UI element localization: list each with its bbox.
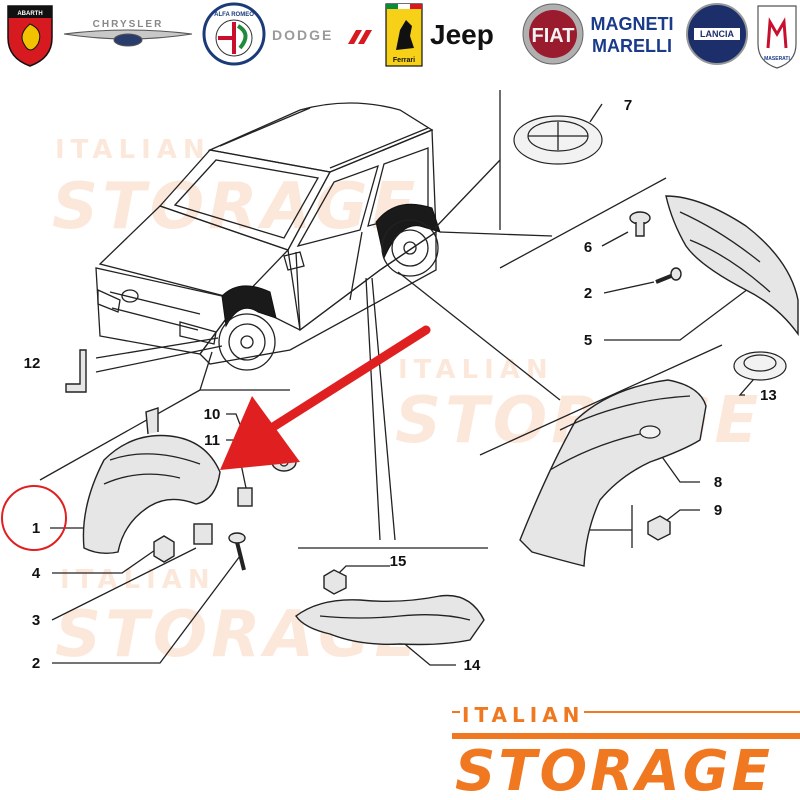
abarth-logo: ABARTH xyxy=(7,5,53,67)
abarth-label: ABARTH xyxy=(17,11,42,17)
callout-14: 14 xyxy=(464,657,481,674)
callout-3: 3 xyxy=(32,612,40,629)
callouts: 7 6 2 5 13 8 9 12 10 11 1 4 3 2 15 14 xyxy=(24,97,777,674)
magneti-label: MAGNETI xyxy=(591,14,674,34)
callout-6: 6 xyxy=(584,239,592,256)
chrysler-label: CHRYSLER xyxy=(93,19,164,30)
part-7-grommet xyxy=(513,115,603,165)
callout-11: 11 xyxy=(204,432,220,449)
callout-1: 1 xyxy=(32,520,40,537)
part-4-nut xyxy=(153,535,175,563)
watermark-bottom-line1: ITALIAN xyxy=(60,565,216,595)
part-2-screw-lower xyxy=(228,532,246,571)
jeep-logo: Jeep xyxy=(430,19,494,50)
watermark-mid-line1: ITALIAN xyxy=(398,355,554,385)
alfa-romeo-logo: ALFA ROMEO xyxy=(202,2,266,66)
alfa-romeo-label: ALFA ROMEO xyxy=(214,12,254,18)
callout-15: 15 xyxy=(390,553,407,570)
part-13-grommet xyxy=(733,351,787,381)
part-1-front-wheel-liner xyxy=(82,407,221,555)
maserati-logo: MASERATI xyxy=(757,5,797,69)
callout-4: 4 xyxy=(32,565,41,582)
magneti-marelli-logo: MAGNETI MARELLI xyxy=(591,14,674,56)
fiat-logo: FIAT xyxy=(522,3,584,65)
highlight-circle xyxy=(1,485,67,551)
callout-2-lower: 2 xyxy=(32,655,40,672)
callout-10: 10 xyxy=(204,406,221,423)
callout-7: 7 xyxy=(624,97,632,114)
part-3-clip xyxy=(193,523,213,545)
brand-strip: ABARTH CHRYSLER ALFA ROMEO DODGE Ferrari xyxy=(7,2,797,69)
ferrari-label: Ferrari xyxy=(393,57,415,64)
callout-8: 8 xyxy=(714,474,722,491)
part-15-nut xyxy=(323,569,347,595)
italian-storage-logo: ITALIAN STORAGE xyxy=(452,703,800,800)
dodge-logo: DODGE xyxy=(272,27,372,44)
chrysler-logo: CHRYSLER xyxy=(63,19,193,47)
part-11-clip xyxy=(237,487,253,507)
car-illustration xyxy=(95,102,441,371)
watermark-top-line2: STORAGE xyxy=(52,170,419,244)
front-wheel xyxy=(218,285,277,371)
part-12-bracket xyxy=(65,349,87,393)
logo-line1: ITALIAN xyxy=(462,703,584,727)
marelli-label: MARELLI xyxy=(592,36,672,56)
part-2-screw-upper xyxy=(655,267,682,284)
part-14-underbody-shield xyxy=(295,594,485,646)
maserati-label: MASERATI xyxy=(764,56,790,62)
fiat-label: FIAT xyxy=(532,25,575,47)
callout-13: 13 xyxy=(760,387,777,404)
callout-12: 12 xyxy=(24,355,41,372)
lancia-logo: LANCIA xyxy=(686,3,748,65)
ferrari-logo: Ferrari xyxy=(385,3,423,67)
rear-wheel xyxy=(375,203,441,277)
part-5-rear-wheel-liner xyxy=(665,195,799,337)
callout-2-upper: 2 xyxy=(584,285,592,302)
dodge-label: DODGE xyxy=(272,27,333,43)
callout-9: 9 xyxy=(714,502,722,519)
part-6-push-clip xyxy=(629,211,651,237)
callout-5: 5 xyxy=(584,332,592,349)
watermark-top-line1: ITALIAN xyxy=(55,135,211,165)
lancia-label: LANCIA xyxy=(700,29,734,39)
part-8-wheel-liner xyxy=(519,379,707,567)
watermark-top: ITALIAN STORAGE xyxy=(52,135,419,244)
leader-lines xyxy=(39,90,761,666)
part-9-nut xyxy=(647,515,671,541)
highlight-arrow xyxy=(220,325,431,470)
logo-line2: STORAGE xyxy=(455,739,773,800)
